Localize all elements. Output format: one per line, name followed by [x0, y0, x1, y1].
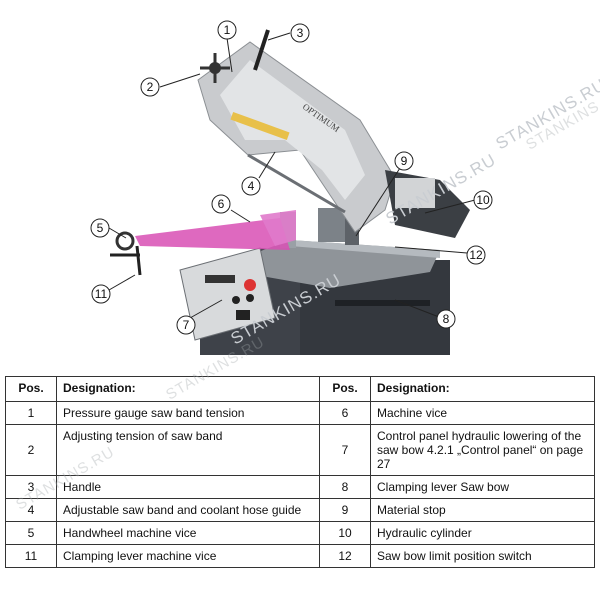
callout-7: 7 — [176, 315, 196, 335]
callout-5-label: 5 — [97, 221, 104, 235]
callout-10-label: 10 — [476, 193, 490, 207]
pos-cell: 7 — [319, 424, 371, 476]
designation-cell: Adjusting tension of saw band — [56, 424, 320, 476]
callout-leaders — [108, 32, 476, 319]
callout-5: 5 — [90, 218, 110, 238]
pos-cell: 8 — [319, 475, 371, 499]
callout-6: 6 — [211, 194, 231, 214]
callout-1: 1 — [217, 20, 237, 40]
pos-cell: 1 — [5, 401, 57, 425]
table-header-row: Pos. Designation: Pos. Designation: — [5, 376, 595, 402]
callout-4: 4 — [241, 176, 261, 196]
callout-4-label: 4 — [248, 179, 255, 193]
pos-cell: 10 — [319, 521, 371, 545]
header-designation-left: Designation: — [56, 376, 320, 402]
saw-bow-handles — [200, 29, 270, 83]
callout-10: 10 — [473, 190, 493, 210]
callout-11: 11 — [91, 284, 111, 304]
callout-1-label: 1 — [224, 23, 231, 37]
pos-cell: 3 — [5, 475, 57, 499]
callout-9-label: 9 — [401, 154, 408, 168]
pos-cell: 6 — [319, 401, 371, 425]
callout-9: 9 — [394, 151, 414, 171]
pos-cell: 9 — [319, 498, 371, 522]
table-row: 3 Handle 8 Clamping lever Saw bow — [5, 475, 595, 499]
table-row: 2 Adjusting tension of saw band 7 Contro… — [5, 424, 595, 476]
callout-3-label: 3 — [297, 26, 304, 40]
header-designation-right: Designation: — [370, 376, 595, 402]
designation-cell: Machine vice — [370, 401, 595, 425]
designation-cell: Saw bow limit position switch — [370, 544, 595, 568]
callout-7-label: 7 — [183, 318, 190, 332]
callout-2: 2 — [140, 77, 160, 97]
header-pos-left: Pos. — [5, 376, 57, 402]
table-row: 11 Clamping lever machine vice 12 Saw bo… — [5, 544, 595, 568]
callout-12: 12 — [466, 245, 486, 265]
pos-cell: 5 — [5, 521, 57, 545]
table-row: 5 Handwheel machine vice 10 Hydraulic cy… — [5, 521, 595, 545]
pos-cell: 2 — [5, 424, 57, 476]
designation-cell: Adjustable saw band and coolant hose gui… — [56, 498, 320, 522]
callout-8-label: 8 — [443, 312, 450, 326]
pos-cell: 4 — [5, 498, 57, 522]
table-row: 1 Pressure gauge saw band tension 6 Mach… — [5, 401, 595, 425]
designation-cell: Handle — [56, 475, 320, 499]
designation-cell: Pressure gauge saw band tension — [56, 401, 320, 425]
vice-arm-highlight — [110, 210, 296, 276]
callout-11-label: 11 — [95, 287, 108, 301]
pos-cell: 11 — [5, 544, 57, 568]
callout-6-label: 6 — [218, 197, 225, 211]
designation-cell: Control panel hydraulic lowering of the … — [370, 424, 595, 476]
designation-cell: Handwheel machine vice — [56, 521, 320, 545]
pos-cell: 12 — [319, 544, 371, 568]
saw-bow-graphic — [197, 41, 470, 238]
callout-2-label: 2 — [147, 80, 154, 94]
table-row: 4 Adjustable saw band and coolant hose g… — [5, 498, 595, 522]
callout-12-label: 12 — [469, 248, 483, 262]
designation-cell: Clamping lever Saw bow — [370, 475, 595, 499]
callout-3: 3 — [290, 23, 310, 43]
callout-8: 8 — [436, 309, 456, 329]
designation-cell: Clamping lever machine vice — [56, 544, 320, 568]
bandsaw-illustration: OPTIMUM STANKINS.RU STANKINS.RU STANKINS… — [90, 20, 600, 355]
designation-cell: Material stop — [370, 498, 595, 522]
designation-cell: Hydraulic cylinder — [370, 521, 595, 545]
watermark-1: STANKINS.RU — [493, 75, 600, 153]
header-pos-right: Pos. — [319, 376, 371, 402]
machine-figure: OPTIMUM STANKINS.RU STANKINS.RU STANKINS… — [90, 20, 600, 355]
machine-table — [215, 240, 440, 288]
parts-legend-table: Pos. Designation: Pos. Designation: 1 Pr… — [5, 376, 595, 568]
